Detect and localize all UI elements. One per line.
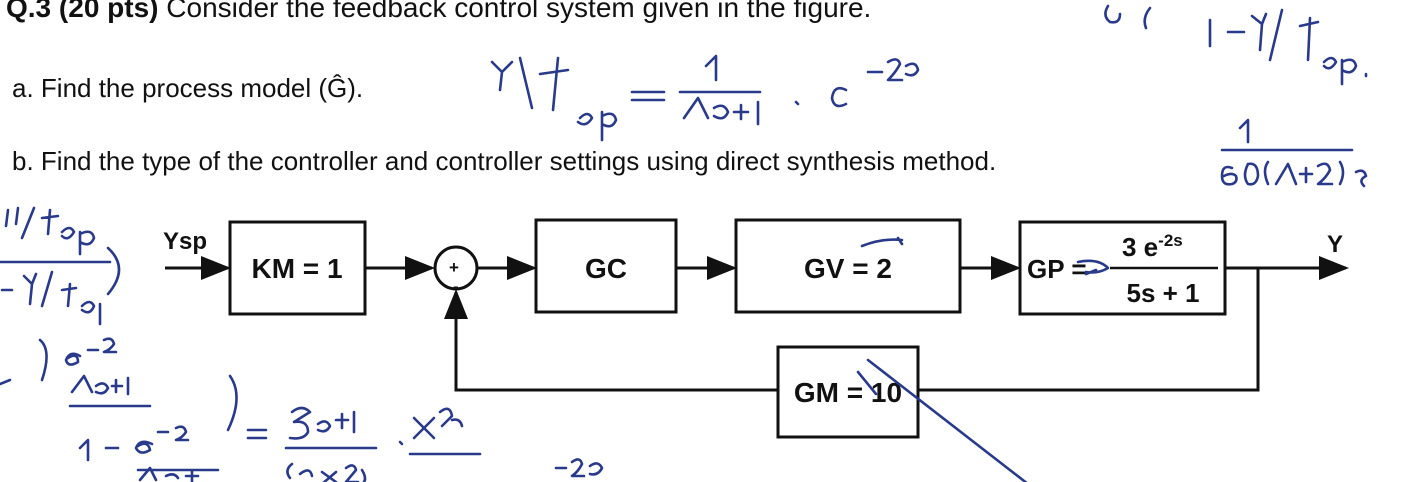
handwritten-annotations <box>0 4 1368 482</box>
sum-plus-sign: + <box>449 258 459 277</box>
feedback-line-right <box>918 268 1260 392</box>
question-points: (20 pts) <box>58 0 159 23</box>
ink-bottom-minus <box>554 458 604 478</box>
gp-numerator: 3 e-2s <box>1122 231 1183 262</box>
question-title: Q.3 (20 pts) Consider the feedback contr… <box>6 0 871 24</box>
gp-block-label: GP = <box>1027 254 1087 284</box>
gv-block <box>734 218 962 314</box>
question-number: Q.3 <box>6 0 52 23</box>
gp-denominator: 5s + 1 <box>1126 278 1199 308</box>
part-a-text: a. Find the process model (Ĝ). <box>12 73 364 103</box>
ink-bottom-exp <box>398 407 482 456</box>
gc-block-label: GC <box>585 253 627 284</box>
ink-bottom-frac <box>246 406 378 482</box>
ink-left-frac <box>0 206 121 326</box>
sum-minus-sign: - <box>453 277 459 296</box>
question-text: Consider the feedback control system giv… <box>166 0 872 23</box>
feedback-line-left <box>444 289 778 392</box>
ink-top-right <box>1104 4 1358 86</box>
gm-block-label: GM = 10 <box>794 377 902 408</box>
part-b-text: b. Find the type of the controller and c… <box>12 146 997 176</box>
gc-block <box>534 218 678 314</box>
ink-left-exp <box>0 337 238 432</box>
output-label: Y <box>1327 231 1343 258</box>
ink-gc-result <box>1220 118 1368 188</box>
km-block <box>228 220 367 316</box>
km-block-label: KM = 1 <box>251 253 342 284</box>
ink-gv-mark <box>860 236 904 248</box>
ink-left-denominator <box>78 425 220 482</box>
ink-gp-mark <box>1076 259 1110 276</box>
gm-block <box>776 345 920 439</box>
ink-ratio-lhs <box>490 56 666 142</box>
input-label: Ysp <box>163 228 207 255</box>
gv-block-label: GV = 2 <box>804 253 892 284</box>
ink-gm-strike <box>856 358 1028 482</box>
ink-exp <box>830 58 920 108</box>
ink-ratio-rhs <box>678 54 800 126</box>
